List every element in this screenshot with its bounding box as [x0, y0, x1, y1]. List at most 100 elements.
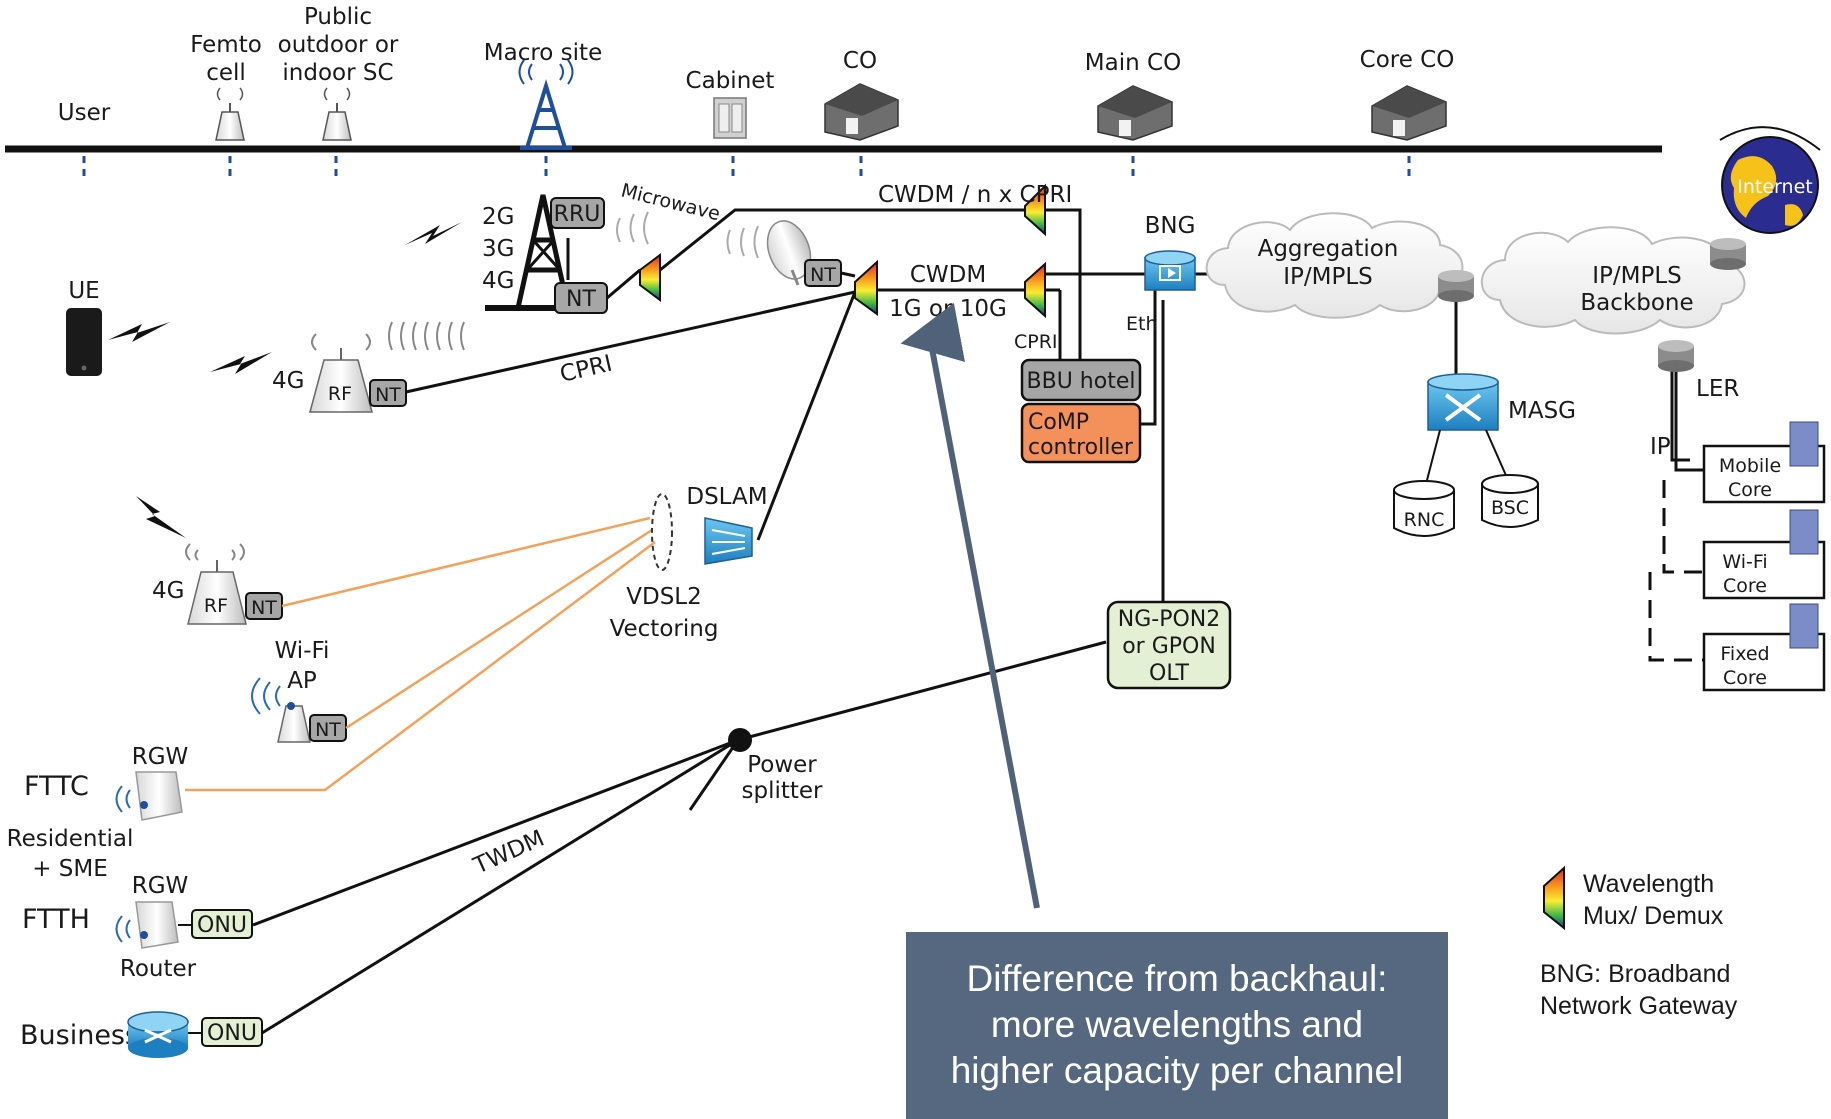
dslam-label: DSLAM [686, 484, 767, 510]
server-icon [1789, 421, 1819, 467]
femto-cell-icon [215, 87, 245, 141]
location-main-co-label: Main CO [1085, 50, 1181, 76]
rgw-label-fttc: RGW [132, 744, 189, 770]
rf-label-lower: RF [204, 595, 228, 617]
cwdm-ncpri-label: CWDM / n x CPRI [878, 182, 1072, 208]
legend-wavelength-label-2: Mux/ Demux [1583, 902, 1724, 930]
callout-box: Difference from backhaul: more wavelengt… [906, 932, 1448, 1119]
fixed-core-box: Fixed Core [1702, 603, 1826, 692]
backbone-label: IP/MPLS [1592, 263, 1682, 289]
location-co-label: CO [843, 48, 877, 74]
fixed-core-label-2: Core [1723, 667, 1767, 689]
nt-label-rf-upper: NT [375, 384, 401, 406]
comp-label: CoMP [1028, 410, 1089, 435]
rgw-label-ftth: RGW [132, 873, 189, 899]
label-4g: 4G [482, 268, 514, 294]
core-co-building-icon [1371, 85, 1447, 141]
olt-label-3: OLT [1149, 661, 1190, 686]
location-core-co-label: Core CO [1360, 47, 1455, 73]
phone-icon [66, 308, 102, 376]
location-public-sc-label-2: outdoor or [278, 32, 399, 58]
bsc-node: BSC [1481, 474, 1539, 528]
masg-node: MASG [1425, 373, 1576, 485]
power-splitter-dot [728, 728, 752, 752]
speed-label: 1G or 10G [889, 296, 1007, 322]
onu-label-ftth: ONU [197, 913, 247, 938]
residential-label: Residential [7, 826, 134, 852]
wavelength-mux-macro [639, 253, 661, 302]
co-building-icon [824, 83, 899, 141]
lightning-icon-2 [108, 322, 170, 342]
residential-label-2: + SME [32, 856, 108, 882]
bbu-hotel-label: BBU hotel [1027, 369, 1136, 394]
bsc-label: BSC [1491, 497, 1529, 519]
label-3g: 3G [482, 236, 514, 262]
legend: Wavelength Mux/ Demux BNG: Broadband Net… [1540, 865, 1738, 1020]
dslam-node: DSLAM VDSL2 Vectoring [610, 484, 768, 642]
microwave-label: Microwave [619, 180, 723, 226]
wireless-links [108, 222, 462, 538]
comp-label-2: controller [1028, 435, 1134, 460]
callout-line-3: higher capacity per channel [951, 1050, 1404, 1091]
rnc-node: RNC [1393, 480, 1455, 537]
small-cell-icon [322, 87, 352, 141]
wavelength-mux-cabinet [854, 259, 878, 316]
location-macro-label: Macro site [484, 40, 602, 66]
olt-label: NG-PON2 [1118, 607, 1220, 632]
ler-label: LER [1696, 376, 1739, 402]
aggregation-label-2: IP/MPLS [1283, 264, 1373, 290]
power-splitter-label: Power [747, 752, 817, 778]
label-4g-upper: 4G [272, 368, 304, 394]
business-node: Business ONU [20, 1011, 263, 1058]
cpri-bbu-label: CPRI [1014, 331, 1058, 353]
cabinet-icon [713, 97, 747, 139]
macro-tower-icon [518, 59, 574, 150]
internet-globe-icon: Internet [1719, 126, 1821, 234]
wifi-ap-label-2: AP [287, 668, 317, 694]
location-public-sc-label: Public [304, 4, 372, 30]
nt-label-macro: NT [566, 287, 596, 312]
callout-line-2: more wavelengths and [991, 1004, 1363, 1045]
wifi-ap-node: Wi-Fi AP NT [251, 638, 347, 743]
location-user-label: User [58, 100, 111, 126]
aggregation-cloud: Aggregation IP/MPLS [1205, 212, 1464, 319]
twdm-label: TWDM [469, 825, 548, 879]
mobile-core-label-2: Core [1728, 479, 1772, 501]
olt-box [1106, 600, 1232, 690]
core-links [1648, 372, 1704, 662]
ftth-label: FTTH [22, 904, 90, 935]
wifi-core-box: Wi-Fi Core [1702, 509, 1826, 600]
bng-node: BNG Eth [1126, 213, 1196, 335]
fiber-links [252, 208, 1690, 1035]
vectoring-ellipse [651, 493, 673, 571]
macro-tower-node: 2G 3G 4G RRU NT [482, 194, 608, 314]
olt-label-2: or GPON [1122, 634, 1216, 659]
vectoring-label: Vectoring [610, 616, 719, 642]
ue-device: UE [66, 278, 102, 376]
callout-line-1: Difference from backhaul: [967, 958, 1388, 999]
dish-icon [766, 220, 812, 286]
onu-box-business [201, 1017, 263, 1047]
cwdm-label: CWDM [910, 262, 986, 288]
wifi-ap-label: Wi-Fi [275, 638, 330, 664]
business-label: Business [20, 1020, 139, 1051]
router-ler-icon [1658, 340, 1694, 372]
lightning-icon-4 [136, 496, 186, 538]
lightning-icon [405, 222, 462, 245]
router-label: Router [120, 956, 197, 982]
microwave-link: Microwave NT [616, 180, 842, 287]
rf-cell-lower: 4G RF NT [152, 543, 283, 625]
label-4g-lower: 4G [152, 578, 184, 604]
ip-label: IP [1650, 434, 1671, 460]
rf-cell-upper: 4G RF NT [272, 321, 465, 413]
nt-label-dish: NT [810, 264, 836, 286]
router-agg-icon [1438, 270, 1474, 302]
legend-wavelength-label: Wavelength [1583, 870, 1714, 898]
server-icon-3 [1789, 603, 1819, 649]
wifi-core-label: Wi-Fi [1722, 551, 1767, 573]
rgw-icon-2 [135, 901, 179, 949]
rgw-icon [135, 771, 183, 821]
comp-controller-box [1020, 402, 1142, 464]
fttc-label: FTTC [24, 771, 89, 802]
